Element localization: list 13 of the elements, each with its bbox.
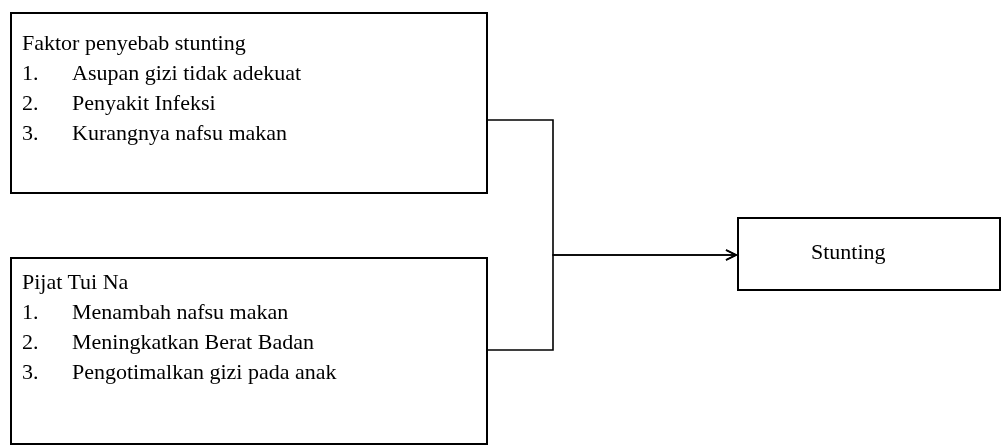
text-box [737, 217, 1001, 291]
list-item: 3. Pengotimalkan gizi pada anak [22, 358, 338, 386]
connector-arrow [487, 249, 737, 351]
heading: Stunting [811, 238, 887, 266]
list-item: 2. Meningkatkan Berat Badan [22, 328, 315, 356]
list-item: 3. Kurangnya nafsu makan [22, 119, 289, 147]
text-box [10, 12, 488, 194]
heading: Faktor penyebab stunting [22, 29, 247, 57]
list-item: 1. Menambah nafsu makan [22, 298, 290, 326]
list-item: 2. Penyakit Infeksi [22, 89, 217, 117]
list-item: 1. Asupan gizi tidak adekuat [22, 59, 303, 87]
heading: Pijat Tui Na [22, 268, 130, 296]
text-box [10, 257, 488, 445]
